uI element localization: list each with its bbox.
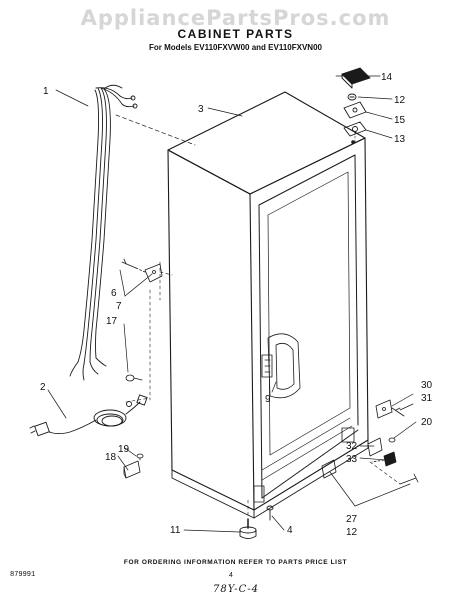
top-hinge-parts <box>341 67 371 143</box>
interior-housing <box>261 333 301 399</box>
leader-lines <box>47 75 417 533</box>
diagram-code: 879991 <box>10 571 36 579</box>
callout-12-bottom: 12 <box>346 527 358 538</box>
leveling-leg <box>239 499 274 539</box>
callout-7: 7 <box>116 301 122 312</box>
callout-18: 18 <box>105 452 117 463</box>
callout-15: 15 <box>394 115 406 126</box>
diagram-title: CABINET PARTS <box>177 27 294 41</box>
callout-11: 11 <box>170 525 181 536</box>
callout-32: 32 <box>346 441 358 452</box>
callout-13: 13 <box>394 134 406 145</box>
callout-20: 20 <box>421 417 433 428</box>
callout-4: 4 <box>287 525 293 536</box>
handwritten-note: 78Y-C-4 <box>213 584 259 595</box>
callout-27: 27 <box>346 514 358 525</box>
callout-31: 31 <box>421 393 433 404</box>
page-number: 4 <box>229 572 233 579</box>
bottom-right-parts <box>321 399 419 485</box>
ordering-note: FOR ORDERING INFORMATION REFER TO PARTS … <box>123 559 348 566</box>
diagram-subtitle: For Models EV110FXVW00 and EV110FXVN00 <box>149 43 322 52</box>
callout-6: 6 <box>111 288 117 299</box>
callout-labels: 1 3 14 12 15 13 6 7 17 2 9 19 18 30 31 2… <box>40 72 433 538</box>
callout-1: 1 <box>43 86 49 97</box>
callout-14: 14 <box>381 72 393 83</box>
callout-30: 30 <box>421 380 433 391</box>
wiring-harness <box>69 84 196 381</box>
left-clamp-screw <box>121 258 173 401</box>
callout-12-top: 12 <box>394 95 406 106</box>
callout-3: 3 <box>198 104 204 115</box>
callout-2: 2 <box>40 382 46 393</box>
callout-33: 33 <box>346 454 358 465</box>
bottom-left-bracket <box>123 453 144 479</box>
cord-clip <box>125 374 143 382</box>
watermark: AppliancePartsPros.com <box>80 6 391 30</box>
cabinet-body <box>167 91 369 519</box>
callout-17: 17 <box>106 316 118 327</box>
power-cord <box>29 394 151 437</box>
callout-19: 19 <box>118 444 130 455</box>
callout-9: 9 <box>265 394 271 405</box>
